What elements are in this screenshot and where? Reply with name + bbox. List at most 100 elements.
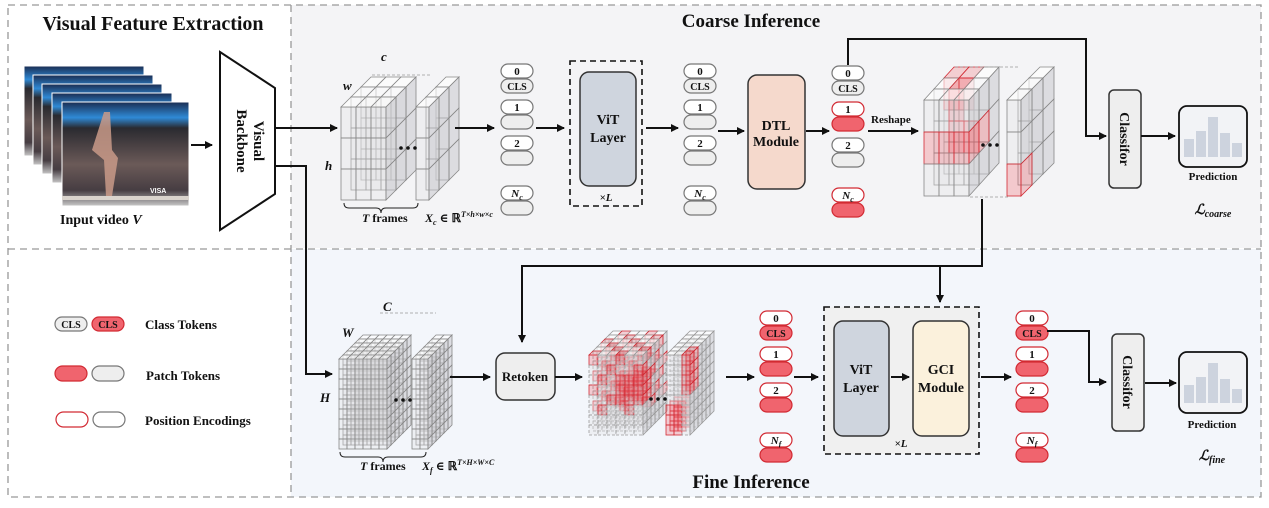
svg-text:Visual: Visual <box>250 121 266 161</box>
cube-cell <box>953 163 970 197</box>
cube-cell <box>609 412 620 424</box>
cube-cell <box>681 394 691 406</box>
cube-cell <box>673 374 683 386</box>
cube-cell <box>354 428 364 440</box>
cube-cell <box>370 106 387 139</box>
cube-cell <box>1006 99 1022 133</box>
prediction-bar <box>1232 389 1242 403</box>
cube-cell <box>588 424 599 436</box>
cube-cell-side <box>1020 152 1033 197</box>
svg-text:0: 0 <box>1029 313 1035 325</box>
cube-cell <box>346 398 356 410</box>
prediction-bar <box>1208 117 1218 157</box>
cube-cell <box>600 412 611 424</box>
cube-cell <box>923 163 940 197</box>
cube-cell <box>592 390 603 402</box>
prediction-bar <box>1196 377 1206 403</box>
svg-text:0: 0 <box>773 313 779 325</box>
cube-cell <box>628 420 639 432</box>
cube-cell <box>618 362 629 374</box>
cube-cell <box>665 424 675 436</box>
ellipsis-dot <box>413 146 417 150</box>
cube-cell <box>618 372 629 384</box>
cube-cell <box>644 374 655 386</box>
svg-text:CLS: CLS <box>690 82 710 93</box>
cube-cell <box>681 374 691 386</box>
token-1: 1 <box>831 101 865 132</box>
cube-cell-side <box>428 158 440 201</box>
cube-cell <box>601 370 612 382</box>
ellipsis-dot <box>656 397 660 401</box>
visual-backbone: Visual Backbone <box>219 50 276 232</box>
cube-cell <box>340 137 357 170</box>
cube-cell <box>604 378 615 390</box>
svg-text:CLS: CLS <box>61 320 81 331</box>
fine-loss-label: ℒfine <box>1199 449 1226 466</box>
cube-cell <box>665 354 675 366</box>
cube-cell <box>619 360 630 372</box>
cube-cell <box>362 398 372 410</box>
svg-text:ViT: ViT <box>597 113 620 128</box>
cube-cell <box>637 400 648 412</box>
cube-cell <box>617 354 628 366</box>
coarse-dim-c: c <box>381 49 387 64</box>
legend-class-tokens: CLS CLS Class Tokens <box>54 316 217 332</box>
cube-cell <box>370 428 380 440</box>
token-1: 1 <box>759 346 793 377</box>
cube-cell <box>362 428 372 440</box>
cube-cell <box>362 358 372 370</box>
cube-cell <box>378 418 388 430</box>
cube-cell <box>623 406 634 418</box>
cube-cell <box>605 396 616 408</box>
token-n: Nc <box>683 185 717 216</box>
ellipsis-dot <box>995 143 999 147</box>
dtl-module: DTL Module <box>747 74 806 190</box>
cube-cell <box>338 358 348 370</box>
coarse-classifier[interactable]: Classifor <box>1108 89 1142 189</box>
coarse-vit-repeat-label: ×L <box>600 192 613 204</box>
fine-classifier[interactable]: Classifor <box>1111 333 1145 432</box>
cube-cell <box>627 412 638 424</box>
cube-cell <box>378 398 388 410</box>
cube-cell <box>601 380 612 392</box>
cube-cell <box>617 384 628 396</box>
cube-cell <box>601 400 612 412</box>
cube-cell <box>370 408 380 420</box>
cube-cell <box>673 394 683 406</box>
cube-cell <box>623 366 634 378</box>
svg-text:CLS: CLS <box>507 82 527 93</box>
cube-cell <box>338 438 348 450</box>
cube-cell <box>637 360 648 372</box>
cube-cell <box>604 408 615 420</box>
cube-cell <box>346 408 356 420</box>
ellipsis-dot <box>394 398 398 402</box>
cube-cell <box>355 106 372 139</box>
fine-prediction-label: Prediction <box>1188 419 1237 431</box>
cube-cell <box>610 370 621 382</box>
cube-cell <box>362 418 372 430</box>
cube-cell <box>635 354 646 366</box>
cube-cell <box>619 410 630 422</box>
cube-cell <box>338 388 348 400</box>
cube-cell <box>622 408 633 420</box>
cube-cell <box>673 404 683 416</box>
cube-cell <box>618 402 629 414</box>
cube-cell <box>938 99 955 133</box>
cube-cell <box>370 168 387 201</box>
cube-cell <box>608 364 619 376</box>
cube-cell <box>596 406 607 418</box>
cube-cell <box>605 356 616 368</box>
token-2: 2 <box>500 135 534 166</box>
token-n: Nc <box>500 185 534 216</box>
legend-position-encodings: Position Encodings <box>55 411 251 428</box>
cube-cell <box>596 396 607 408</box>
svg-text:0: 0 <box>514 66 520 78</box>
cube-cell <box>681 424 691 436</box>
token-2: 2 <box>683 135 717 166</box>
cube-cell <box>609 352 620 364</box>
svg-text:Patch Tokens: Patch Tokens <box>146 368 220 383</box>
cube-cell-side <box>386 434 392 450</box>
section-title-coarse-inference: Coarse Inference <box>682 11 820 32</box>
cube-cell <box>633 424 644 436</box>
